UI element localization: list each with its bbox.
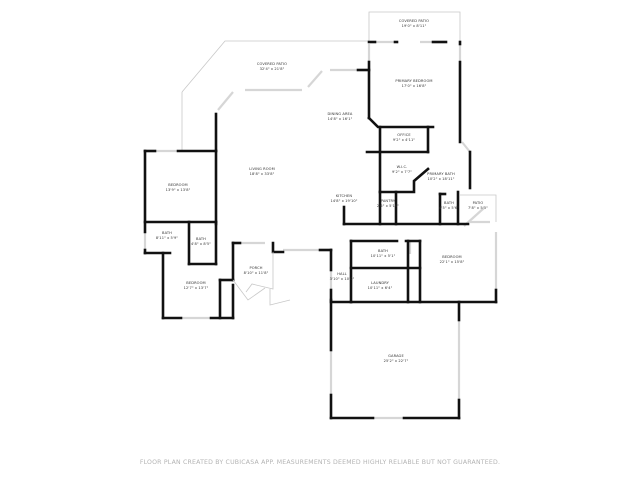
thin-outlines (181, 11, 497, 306)
disclaimer-footer: FLOOR PLAN CREATED BY CUBICASA APP. MEAS… (139, 459, 501, 466)
walls (143, 40, 498, 420)
windows (143, 40, 498, 420)
porch-outline (232, 252, 274, 301)
room-label-wic: W.I.C.9'2" x 7'7" (392, 165, 412, 174)
